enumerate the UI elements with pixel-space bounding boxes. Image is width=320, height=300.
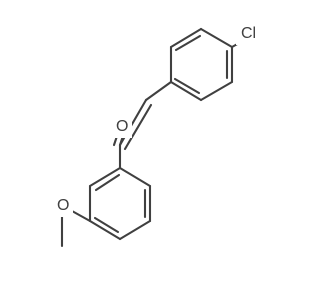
ring-a-bond-2 (199, 80, 234, 102)
ring-b-bond-1 (118, 166, 152, 188)
vinyl-double (123, 103, 153, 151)
ring-b-bond-6 (88, 166, 122, 188)
methoxy-oxygen-label-background (53, 195, 73, 217)
ring-a-bond-3 (169, 80, 203, 102)
ring-b-double-3 (94, 173, 121, 192)
chlorine-label: Cl (241, 25, 256, 42)
ring-a-double-3 (174, 34, 202, 52)
ring-a-bond-6 (199, 27, 234, 49)
vinyl-bond-1 (144, 80, 173, 102)
ring-b-bond-4 (88, 219, 122, 241)
atom-label-layer: Cl O O (53, 23, 266, 217)
methoxy-oxygen-label: O (57, 197, 69, 214)
ring-b-double-2 (93, 216, 120, 234)
bond-layer (60, 27, 243, 248)
methoxy-bond-1 (70, 209, 92, 223)
ring-b-bond-3 (118, 219, 152, 241)
ring-a-double-2 (173, 77, 201, 95)
molecule-structure: Cl O O (53, 23, 266, 248)
chlorine-label-background (236, 23, 266, 45)
carbonyl-oxygen-label-background (112, 116, 132, 138)
ring-a-bond-5 (169, 27, 203, 49)
carbonyl-oxygen-label: O (116, 118, 128, 135)
molecule-canvas: Cl O O (53, 23, 266, 248)
